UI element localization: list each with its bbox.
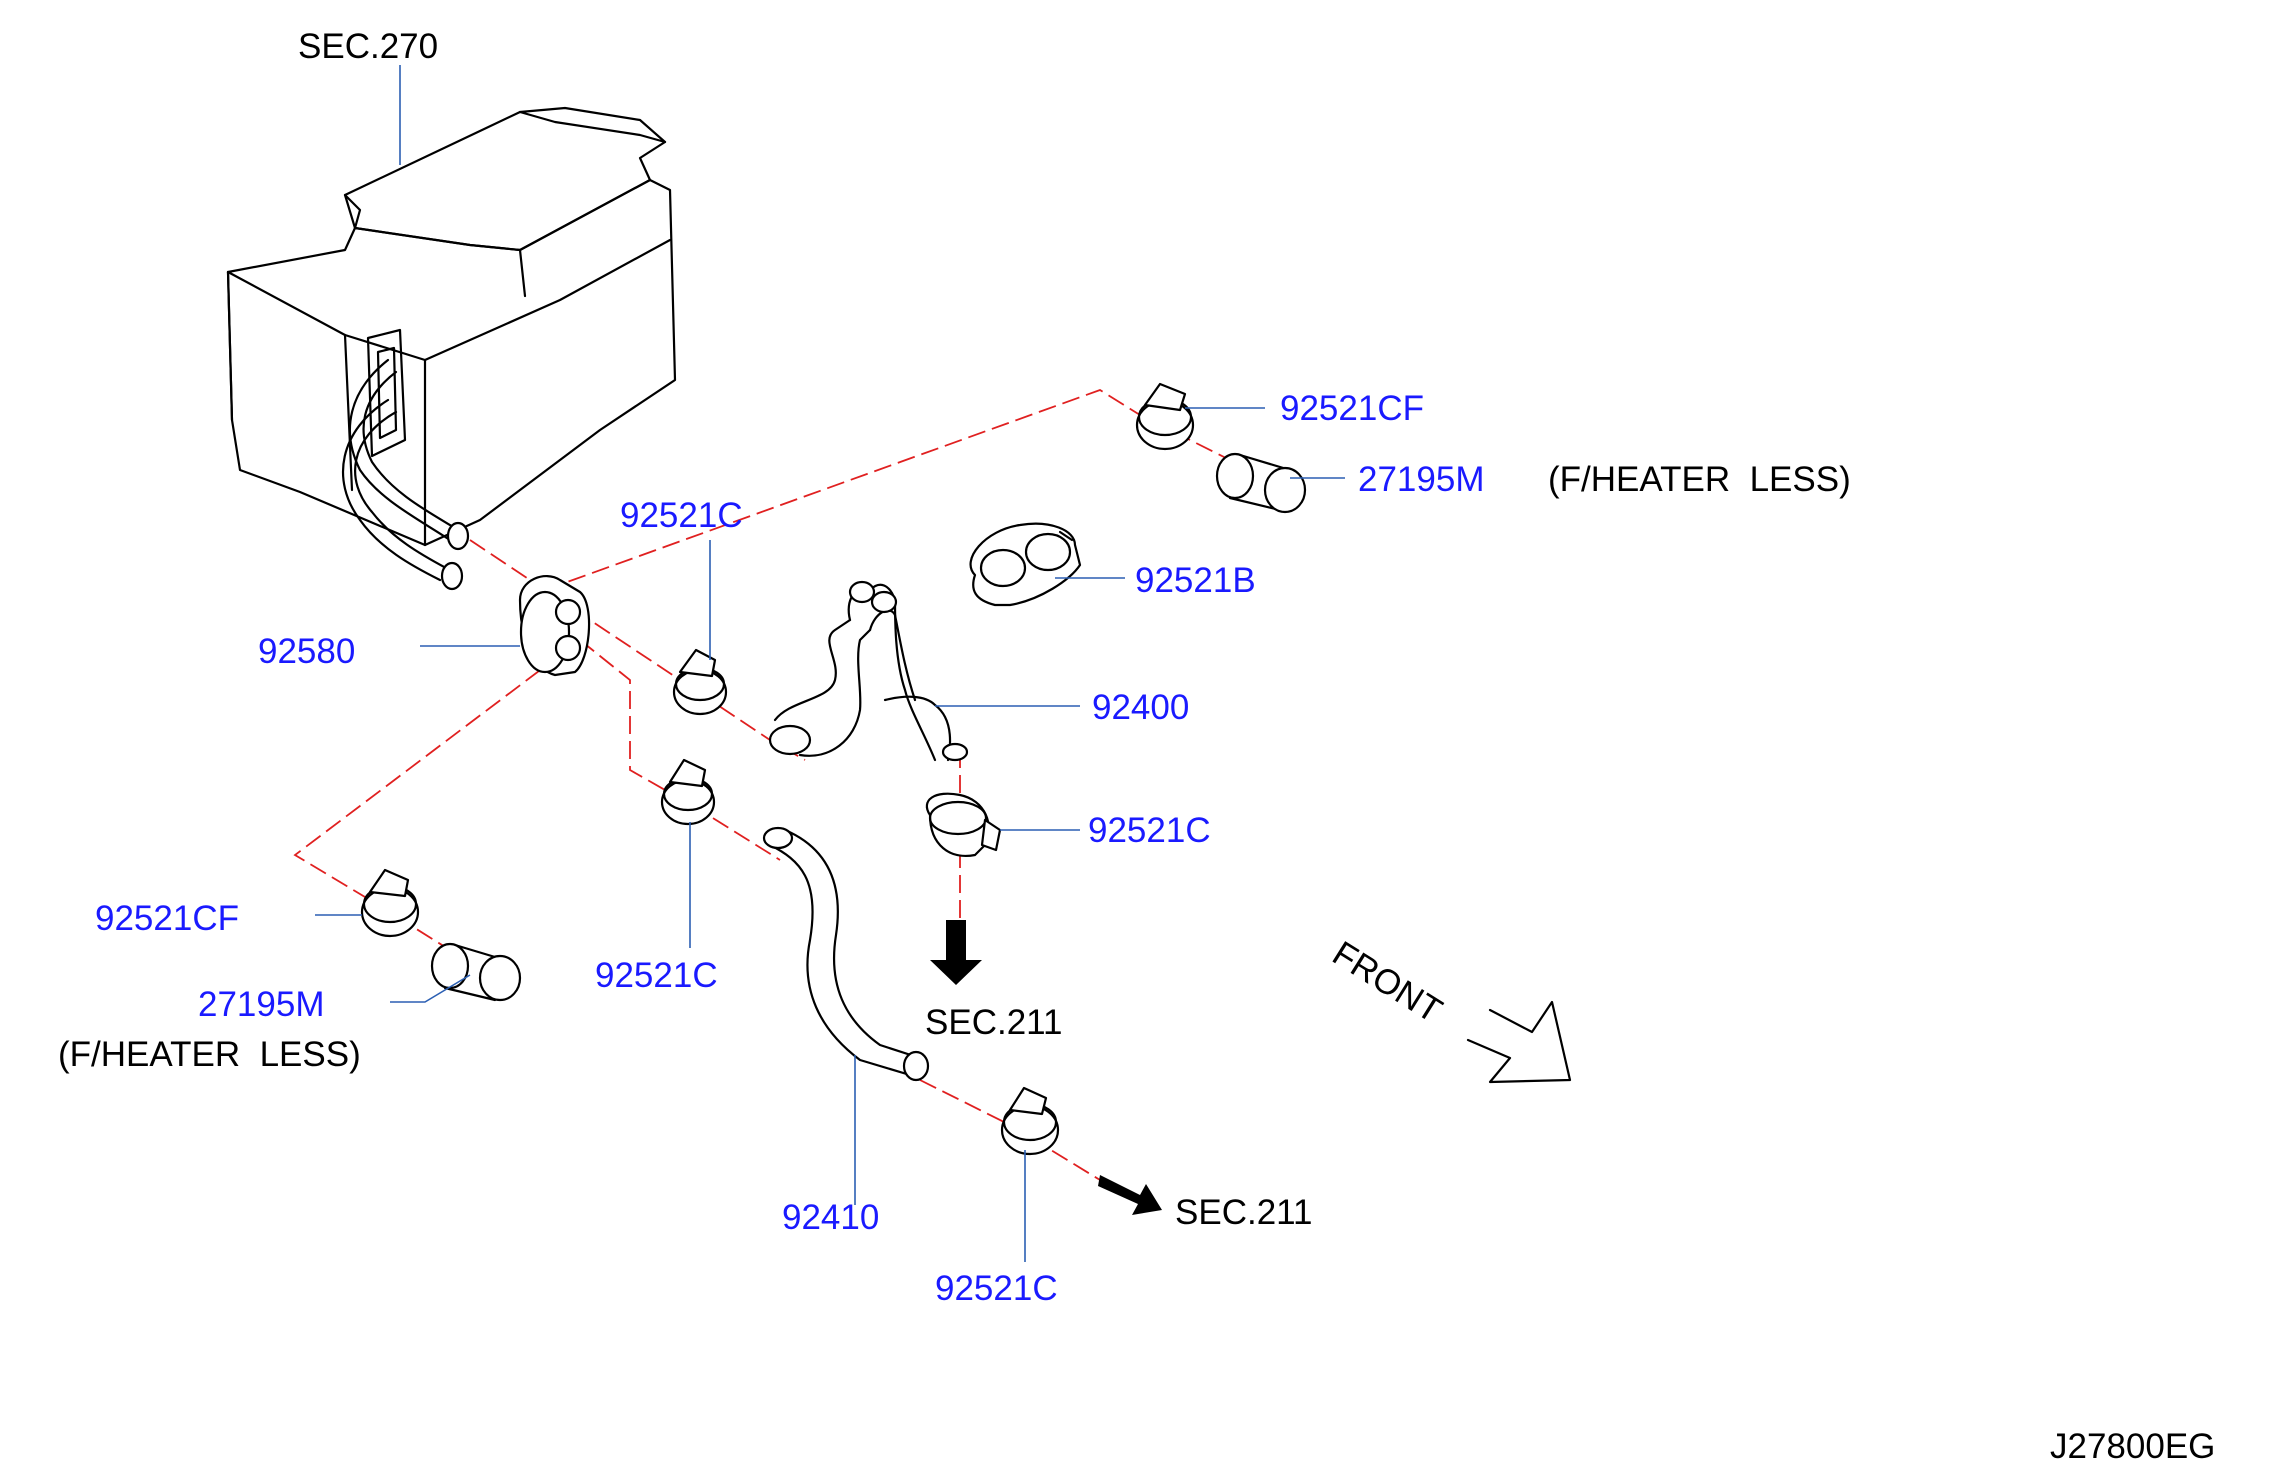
- label-92521c-right: 92521C: [1088, 811, 1211, 850]
- label-92521c-mid: 92521C: [595, 956, 718, 995]
- sec-211-right-label: SEC.211: [1175, 1193, 1313, 1232]
- sec-211-down-label: SEC.211: [925, 1003, 1063, 1042]
- clamp-92521c-top: [672, 648, 728, 716]
- label-92521cf-upper: 92521CF: [1280, 389, 1424, 428]
- label-92521b: 92521B: [1135, 561, 1256, 600]
- heater-unit: [226, 106, 677, 591]
- label-92580: 92580: [258, 632, 355, 671]
- clamp-92521c-mid: [660, 758, 716, 826]
- hose-92410: [762, 826, 930, 1082]
- clamp-92521cf-upper: [1135, 382, 1195, 451]
- clamp-92521b: [969, 522, 1082, 607]
- label-92521cf-lower: 92521CF: [95, 899, 239, 938]
- cap-27195m-upper: [1215, 452, 1307, 514]
- note-heater-less-lower: (F/HEATER LESS): [58, 1035, 361, 1074]
- cap-27195m-lower: [430, 942, 522, 1002]
- clamp-92521cf-lower: [360, 868, 420, 938]
- label-92410: 92410: [782, 1198, 879, 1237]
- clamp-92521c-right: [925, 792, 1002, 858]
- sec-211-down-arrow: [930, 920, 982, 985]
- note-heater-less-upper: (F/HEATER LESS): [1548, 460, 1851, 499]
- hose-92400: [768, 580, 969, 762]
- leader-lines: [315, 65, 1345, 1262]
- connection-lines: [293, 389, 1231, 1206]
- sec-211-right-arrow: [1098, 1175, 1162, 1215]
- label-27195m-lower: 27195M: [198, 985, 324, 1024]
- diagram-id: J27800EG: [2050, 1427, 2215, 1466]
- label-92521c-bottom: 92521C: [935, 1269, 1058, 1308]
- label-27195m-upper: 27195M: [1358, 460, 1484, 499]
- sec-270-label: SEC.270: [298, 27, 438, 66]
- label-92521c-top: 92521C: [620, 496, 743, 535]
- front-direction-arrow: [1466, 1000, 1572, 1084]
- grommet-92580: [518, 575, 591, 677]
- front-label: FRONT: [1326, 934, 1449, 1031]
- label-92400: 92400: [1092, 688, 1189, 727]
- clamp-92521c-bottom: [1000, 1086, 1060, 1156]
